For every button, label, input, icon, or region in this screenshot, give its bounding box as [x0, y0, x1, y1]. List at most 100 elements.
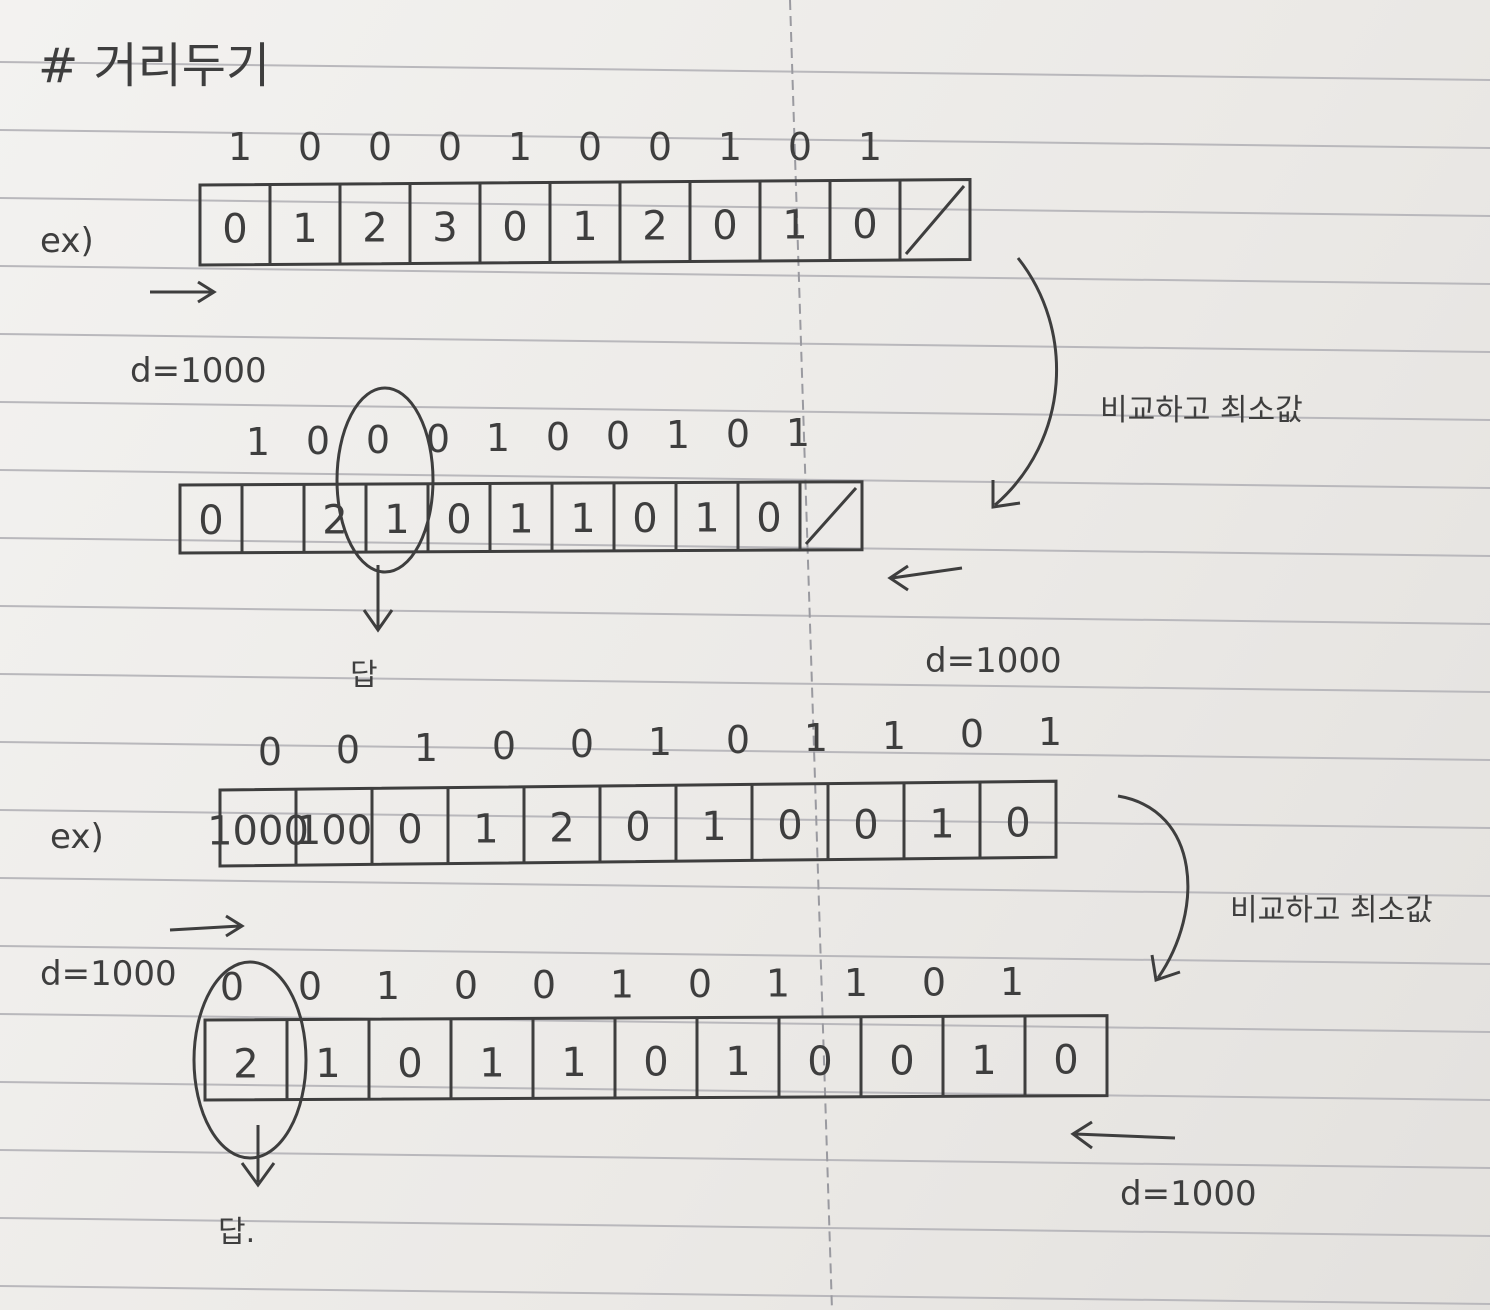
- ruled-line: [0, 129, 1490, 149]
- answer-label-1: 답: [350, 658, 378, 693]
- ruled-line: [0, 1081, 1490, 1101]
- array-cell-value: 1: [725, 1039, 750, 1085]
- ruled-line: [0, 61, 1490, 81]
- ruled-line: [0, 1013, 1490, 1033]
- bit-digit: 0: [726, 412, 750, 456]
- array-border: [178, 480, 864, 555]
- d-label-2: d=1000: [925, 641, 1062, 681]
- bit-digit: 0: [546, 415, 570, 459]
- ruled-line: [0, 333, 1490, 353]
- bit-digit: 1: [610, 963, 634, 1007]
- bit-digit: 0: [306, 419, 330, 463]
- bit-digit: 1: [804, 716, 828, 760]
- bit-digit: 1: [786, 411, 810, 455]
- array-cell-value: 0: [222, 207, 247, 253]
- bit-digit: 1: [508, 125, 532, 169]
- bit-digit: 0: [298, 125, 322, 169]
- down-arrow-icon: [240, 1125, 276, 1188]
- array-cell-value: 1: [570, 496, 595, 542]
- array-cell-value: 0: [712, 203, 737, 249]
- array-cell-value: 1: [782, 203, 807, 249]
- d-label-3: d=1000: [40, 954, 177, 994]
- d-label-4: d=1000: [1120, 1174, 1257, 1214]
- array-cell-value: 0: [889, 1038, 914, 1084]
- array-cell-value: 1: [384, 497, 409, 543]
- array-cell-value: 2: [233, 1042, 258, 1088]
- example-label-1: ex): [40, 221, 94, 261]
- bit-digit: 0: [258, 730, 282, 774]
- bit-digit: 0: [960, 712, 984, 756]
- example-label-2: ex): [50, 817, 104, 857]
- bit-digit: 0: [438, 125, 462, 169]
- bit-digit: 1: [666, 413, 690, 457]
- ruled-line: [0, 1149, 1490, 1169]
- bit-digit: 0: [298, 965, 322, 1009]
- array-cell-value: 1: [971, 1038, 996, 1084]
- bit-digit: 0: [492, 724, 516, 768]
- bit-digit: 0: [726, 718, 750, 762]
- ruled-line: [0, 197, 1490, 217]
- array-cell-value: 2: [322, 497, 347, 543]
- ruled-line: [0, 605, 1490, 625]
- ruled-line: [0, 537, 1490, 557]
- bit-digit: 1: [1038, 710, 1062, 754]
- answer-circle-1: [335, 386, 435, 574]
- array-cell-value: 0: [807, 1039, 832, 1085]
- array-cell-value: 0: [643, 1040, 668, 1086]
- ruled-line: [0, 945, 1490, 965]
- array-cell-value: 0: [1053, 1038, 1078, 1084]
- answer-label-2: 답.: [218, 1215, 255, 1250]
- ruled-line: [0, 741, 1490, 761]
- bit-digit: 1: [1000, 960, 1024, 1004]
- array-cell-value: 1: [561, 1040, 586, 1086]
- ruled-line: [0, 1217, 1490, 1237]
- d-label-1: d=1000: [130, 351, 267, 391]
- bit-digit: 0: [648, 125, 672, 169]
- array-cell-value: 1: [694, 496, 719, 542]
- array-cell-value: 0: [632, 496, 657, 542]
- array-cell-value: 0: [853, 802, 878, 848]
- array-cell-value: 3: [432, 205, 457, 251]
- bit-digit: 1: [648, 720, 672, 764]
- array-cell-value: 0: [446, 497, 471, 543]
- array-cell-value: 0: [502, 205, 527, 251]
- bit-digit: 1: [414, 726, 438, 770]
- bit-digit: 1: [246, 420, 270, 464]
- bit-digit: 1: [486, 416, 510, 460]
- array-cell-value: 1: [479, 1040, 504, 1086]
- right-arrow-icon: [169, 914, 245, 938]
- array-cell-value: 1: [508, 496, 533, 542]
- left-arrow-icon: [887, 564, 963, 592]
- curved-arrow-icon: [1117, 794, 1190, 982]
- array-cell-value: 2: [642, 204, 667, 250]
- bit-digit: 0: [336, 728, 360, 772]
- bit-digit: 0: [570, 722, 594, 766]
- bit-digit: 0: [688, 962, 712, 1006]
- bit-digit: 0: [922, 961, 946, 1005]
- ruled-line: [0, 401, 1490, 421]
- array-border: [198, 177, 972, 267]
- ruled-line: [0, 1285, 1490, 1305]
- left-arrow-icon: [1070, 1120, 1176, 1150]
- array-cell-value: 2: [549, 806, 574, 852]
- ruled-line: [0, 809, 1490, 829]
- right-arrow-icon: [150, 280, 217, 304]
- array-cell-value: 0: [777, 803, 802, 849]
- curved-arrow-icon: [991, 257, 1059, 509]
- array-cell-value: 1: [929, 802, 954, 848]
- ruled-line: [0, 265, 1490, 285]
- array-border: [203, 1014, 1109, 1102]
- array-cell-value: 1: [292, 206, 317, 252]
- crossed-cell: [804, 487, 858, 545]
- array-cell-value: 1: [315, 1041, 340, 1087]
- compare-note-2: 비교하고 최소값: [1230, 893, 1433, 928]
- bit-digit: 0: [788, 125, 812, 169]
